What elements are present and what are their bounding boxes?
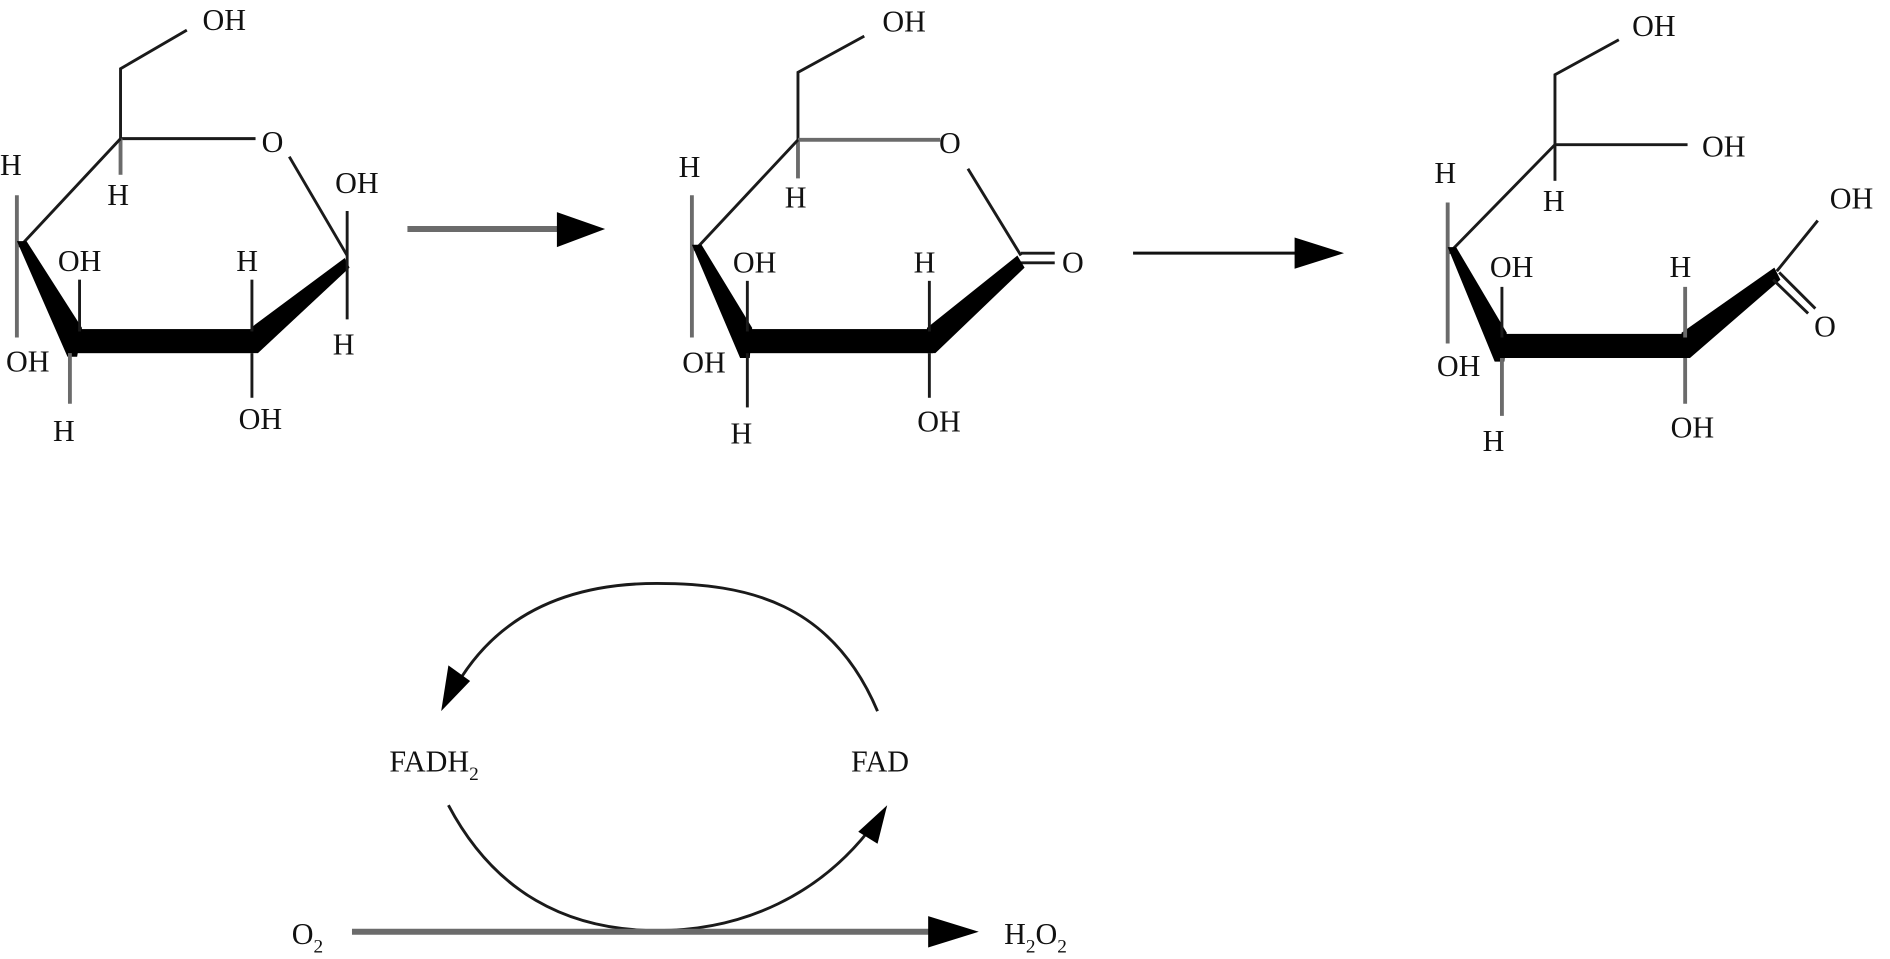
label-carbonyl-o: O	[1062, 245, 1084, 279]
label-h: H	[679, 150, 701, 184]
label-oh: OH	[682, 345, 726, 379]
reaction-arrow-2	[1133, 237, 1345, 269]
bond-ch2-oh	[796, 34, 865, 142]
bond-c1-o-double-2	[1772, 278, 1810, 315]
label-h: H	[1669, 250, 1691, 284]
label-oh: OH	[335, 166, 379, 200]
fad-cycle: FADH2 FAD O2 H2O2	[292, 581, 1067, 957]
label-oh: OH	[1702, 130, 1746, 164]
wedge-c2-c1	[250, 257, 350, 354]
wedge-c4-c3	[691, 244, 753, 359]
label-h: H	[107, 178, 129, 212]
label-h: H	[53, 414, 75, 448]
label-h: H	[333, 327, 355, 361]
label-ring-o: O	[262, 125, 284, 159]
label-oh: OH	[733, 245, 777, 279]
label-oh: OH	[203, 3, 247, 37]
label-h: H	[1543, 184, 1565, 218]
label-oh: OH	[917, 405, 961, 439]
bold-bond-c3-c2	[1494, 333, 1688, 359]
arrowhead-icon	[1294, 237, 1345, 269]
arc-fadh2-to-fad	[447, 804, 870, 933]
arrowhead-icon	[928, 916, 979, 948]
label-oh: OH	[882, 4, 926, 38]
reaction-arrow-1	[407, 212, 606, 248]
label-h: H	[1483, 424, 1505, 458]
arrowhead-icon	[556, 212, 606, 248]
gluconic-acid-structure: OH OH H H OH OH H H OH OH O	[1434, 9, 1873, 458]
label-oh: OH	[1437, 349, 1481, 383]
label-oh: OH	[1632, 9, 1676, 43]
label-h: H	[785, 180, 807, 214]
wedge-c2-c1	[1681, 267, 1781, 359]
label-oh: OH	[1490, 250, 1534, 284]
label-oh: OH	[58, 244, 102, 278]
label-acid-oh: OH	[1830, 182, 1874, 216]
label-acid-o: O	[1814, 309, 1836, 343]
arrowhead-icon	[858, 805, 888, 844]
wedge-c4-c3	[1447, 247, 1507, 362]
bond-c5-c4	[1447, 143, 1557, 255]
bond-ch2-oh	[1553, 38, 1620, 145]
wedge-c4-c3	[16, 241, 82, 357]
label-ring-o: O	[939, 126, 961, 160]
bond-c1-o-double-1	[1778, 271, 1817, 310]
bold-bond-c3-c2	[740, 329, 933, 354]
gluconolactone-structure: OH O O H H OH OH H H OH	[679, 4, 1084, 450]
bond-c1-oh	[1775, 219, 1819, 273]
label-oh: OH	[1671, 411, 1715, 445]
label-oh: OH	[6, 344, 50, 378]
label-h: H	[0, 148, 22, 182]
arc-fad-to-fadh2	[450, 581, 879, 712]
label-fadh2: FADH2	[389, 744, 478, 784]
label-o2: O2	[292, 917, 323, 957]
label-h2o2: H2O2	[1004, 917, 1067, 957]
wedge-c2-c1	[926, 255, 1025, 354]
bond-ch2-oh	[119, 28, 188, 139]
bond-c5-c4	[18, 137, 122, 249]
label-oh: OH	[239, 402, 283, 436]
arrowhead-icon	[441, 665, 471, 712]
label-h: H	[236, 244, 258, 278]
label-h: H	[730, 417, 752, 451]
bond-o-c1	[288, 155, 349, 257]
bond-c5-c4	[693, 138, 800, 252]
bold-bond-c3-c2	[67, 329, 254, 354]
label-h: H	[914, 245, 936, 279]
bond-o-c1	[966, 168, 1023, 257]
glucose-structure: OH O H H OH OH H H OH OH H	[0, 3, 379, 448]
label-fad: FAD	[851, 744, 909, 778]
label-h: H	[1434, 156, 1456, 190]
